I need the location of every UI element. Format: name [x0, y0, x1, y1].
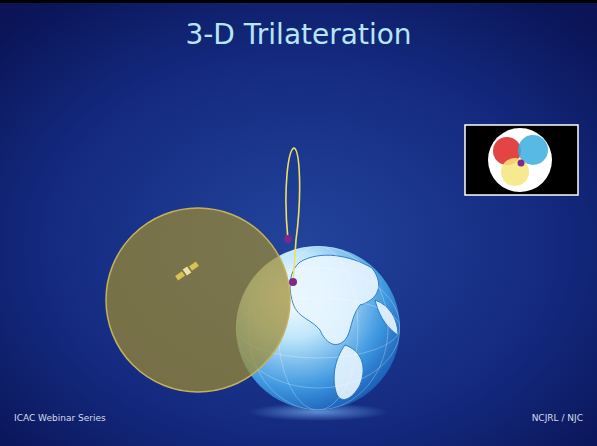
venn-inset [465, 125, 578, 195]
footer-label: NCJRL / NJC [532, 413, 583, 423]
position-dot [289, 278, 297, 286]
top-edge [0, 0, 597, 3]
satellite-icon [174, 260, 200, 281]
position-dot [284, 235, 292, 243]
intersection-loop [286, 148, 300, 283]
slide-title: 3-D Trilateration [0, 18, 597, 51]
continents [290, 255, 398, 399]
footer-label: ICAC Webinar Series [14, 413, 106, 423]
range-sphere [106, 208, 290, 392]
